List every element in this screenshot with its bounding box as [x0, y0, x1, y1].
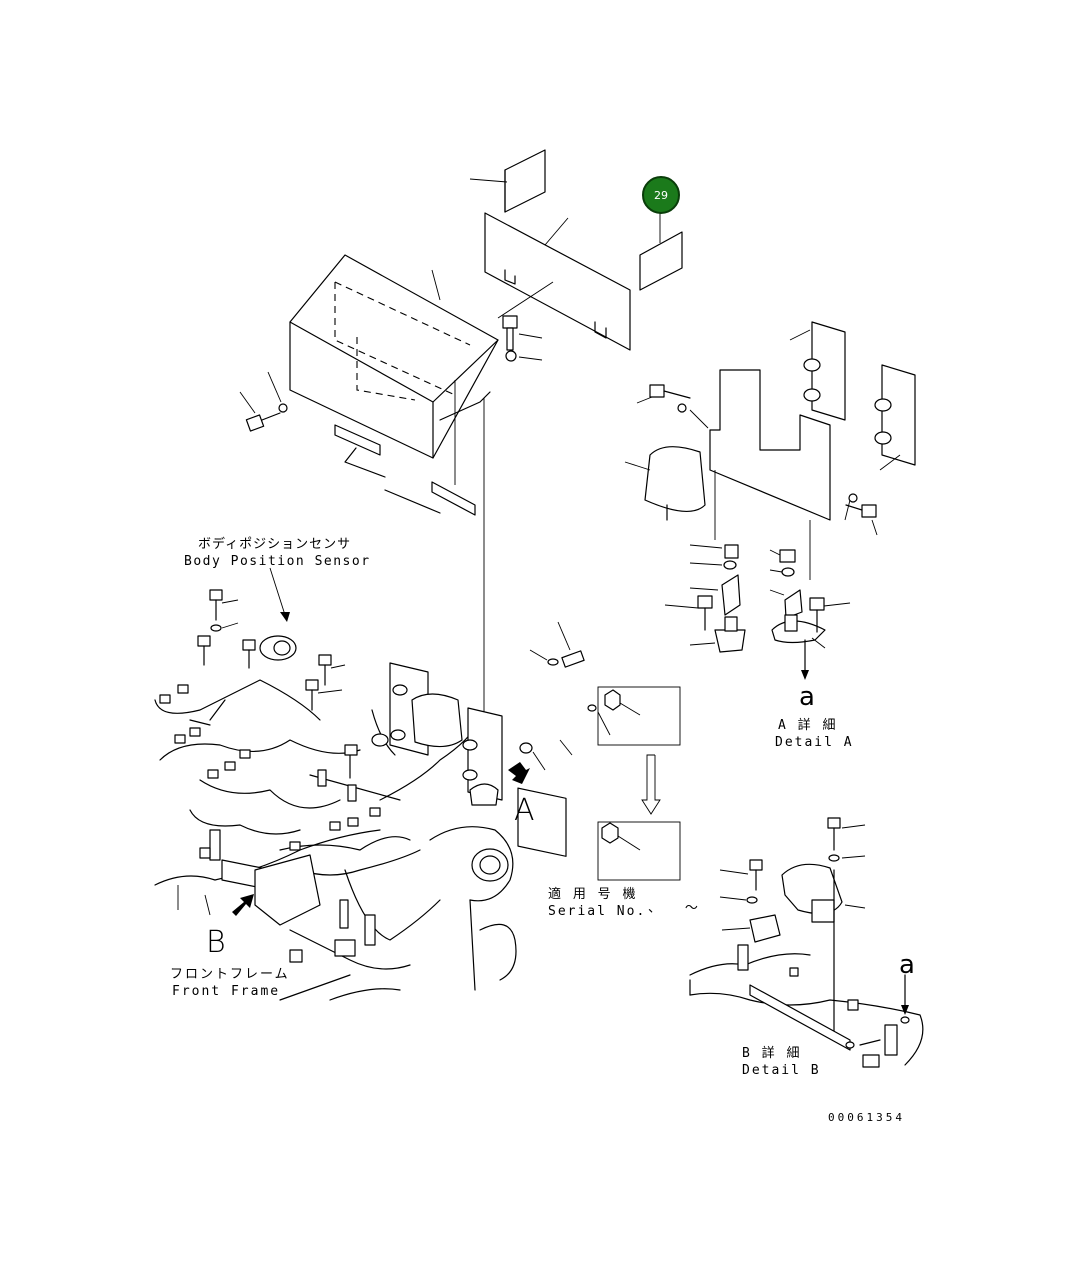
body-position-sensor-label-jp: ボディポジションセンサ [198, 537, 352, 552]
serial-label-jp: 適 用 号 機 [548, 887, 638, 902]
front-frame [154, 826, 517, 1001]
detail-a-label-en: Detail A [775, 735, 854, 750]
cover [289, 254, 554, 459]
detail-b-label-jp: B 詳 細 [742, 1046, 802, 1061]
detail-a-label-jp: A 詳 細 [778, 718, 838, 733]
serial-label-en: Serial No. [548, 904, 647, 919]
view-b-marker: B [206, 925, 226, 960]
small-pad-right [639, 212, 683, 291]
serial-boxes [597, 686, 681, 881]
callout-badge-29[interactable]: 29 [642, 176, 680, 214]
front-frame-label-en: Front Frame [172, 984, 281, 999]
detail-b-label-en: Detail B [742, 1063, 821, 1078]
strips [334, 380, 476, 516]
small-pad-top [469, 149, 546, 213]
ref-a-upper: a [799, 682, 815, 712]
center-lamp-assembly [371, 621, 611, 857]
front-frame-label-jp: フロントフレーム [170, 967, 290, 982]
detail-b-assembly [689, 817, 924, 1068]
body-position-sensor-label-en: Body Position Sensor [184, 554, 371, 569]
ref-a-lower: a [899, 950, 915, 980]
sensor-area [197, 567, 346, 711]
drawing-number: 00061354 [828, 1111, 905, 1124]
view-a-marker: A [514, 793, 535, 828]
detail-a-assembly [624, 321, 916, 680]
bolts-top [239, 315, 543, 432]
wiring-harness [154, 679, 481, 946]
long-pad [484, 212, 631, 351]
serial-range: 、 ～ [648, 901, 706, 916]
